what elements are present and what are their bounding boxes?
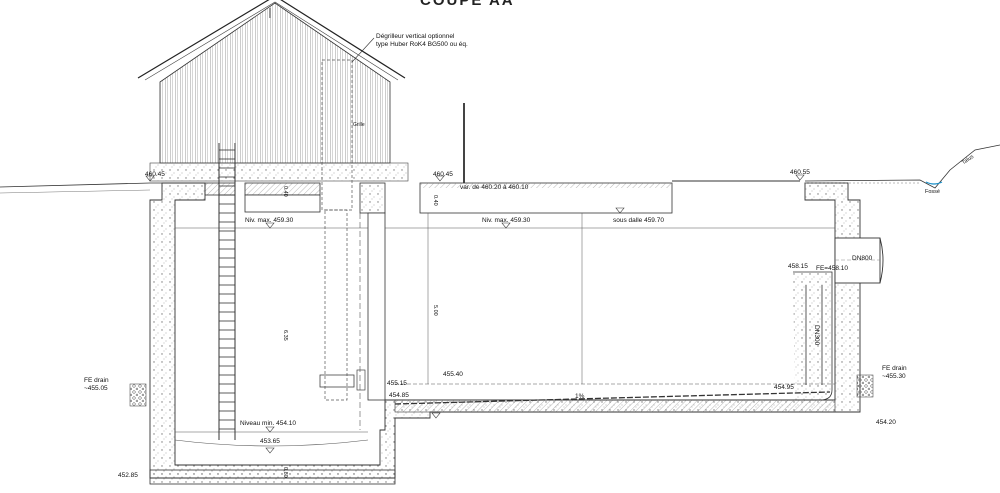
- label-grille: Grille: [353, 122, 365, 128]
- label-niv-max-right: Niv. max. 459.30: [482, 217, 531, 224]
- label-dn300: DN300: [813, 325, 820, 346]
- shed-building: [137, 0, 409, 182]
- label-fosse: Fossé: [925, 189, 940, 195]
- elev-453-65: 453.65: [260, 438, 280, 445]
- elev-460-55: 460.55: [790, 169, 810, 176]
- water-levels: [174, 213, 835, 447]
- elev-458-15: 458.15: [788, 263, 808, 270]
- label-slope: 1%: [575, 393, 585, 400]
- drawing-title: COUPE AA: [420, 0, 515, 9]
- ground-line-right: [804, 144, 1000, 189]
- label-dn800: DN800: [852, 255, 873, 262]
- level-markers: [145, 174, 805, 454]
- dim-0-40-a: 0.40: [282, 186, 288, 197]
- gravel-drain-right: [856, 374, 874, 398]
- gravel-drain-left: [129, 383, 147, 407]
- elev-452-85: 452.85: [118, 472, 138, 479]
- elev-455-40: 455.40: [443, 371, 463, 378]
- screen-column: [319, 59, 366, 430]
- label-sous-dalle: sous dalle 459.70: [613, 217, 664, 224]
- fe-drain-right-2: ~455.30: [882, 373, 906, 380]
- label-niv-max-left: Niv. max. 459.30: [245, 217, 294, 224]
- dim-0-80: 0.80: [282, 467, 288, 478]
- label-fe-458-10: FE=458.10: [816, 265, 848, 272]
- label-niveau-min: Niveau min. 454.10: [240, 420, 297, 427]
- elev-454-95: 454.95: [774, 384, 794, 391]
- dn800-pipe: [834, 237, 884, 284]
- note-line-2: type Huber RoK4 BG500 ou éq.: [376, 41, 468, 48]
- bottom-slab-right: [394, 399, 836, 413]
- bottom-drain: [394, 391, 831, 405]
- dim-6-35: 6.35: [282, 330, 288, 341]
- elev-460-45-left: 460.45: [145, 171, 165, 178]
- elev-455-15: 455.15: [387, 380, 407, 387]
- fe-drain-left-2: ~455.05: [84, 385, 108, 392]
- elev-454-20: 454.20: [876, 419, 896, 426]
- dim-0-40-b: 0.40: [432, 195, 438, 206]
- dn300-pipe: [793, 271, 833, 401]
- note-leader: [351, 37, 375, 63]
- fe-drain-right-1: FE drain: [882, 365, 907, 372]
- elev-460-45-mid: 460.45: [433, 171, 453, 178]
- dim-5-00: 5.00: [432, 305, 438, 316]
- label-var-dalle: var. de 460.20 à 460.10: [460, 184, 529, 191]
- elev-454-85: 454.85: [389, 392, 409, 399]
- fe-drain-left-1: FE drain: [84, 377, 109, 384]
- note-line-1: Dégrilleur vertical optionnel: [376, 33, 455, 40]
- ladder: [218, 143, 236, 440]
